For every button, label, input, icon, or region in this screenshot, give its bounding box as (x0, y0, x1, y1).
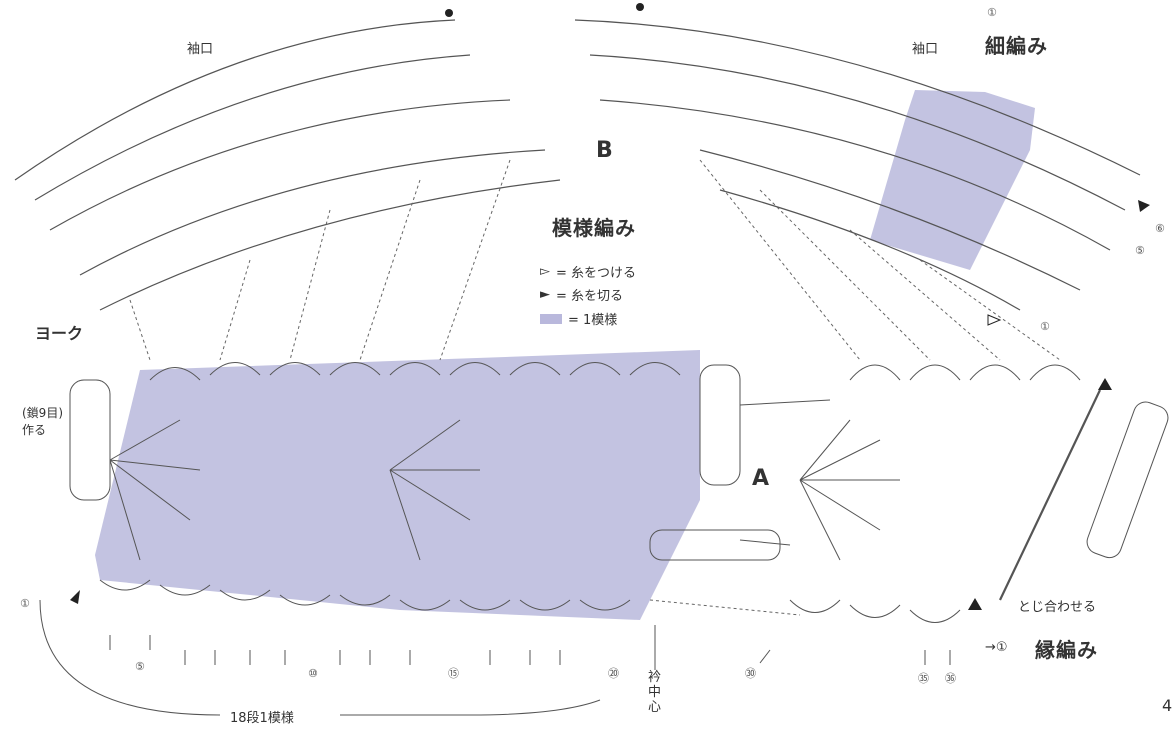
legend-symbol: ► (540, 287, 550, 302)
legend-text: = 糸をつける (556, 262, 636, 281)
row-number: ⑩ (308, 667, 318, 680)
legend-symbol: ▻ (540, 264, 550, 279)
sleeve-label-right: 袖口 (912, 38, 938, 57)
legend-text: = 糸を切る (556, 285, 623, 304)
pattern-title: 模様編み (552, 212, 636, 241)
edging-row-label: →① (985, 640, 1008, 655)
repeat-note: 18段1模様 (230, 707, 294, 726)
yoke-label: ヨーク (35, 320, 83, 344)
row-number: ⑥ (1155, 222, 1165, 235)
make-chain-label: (鎖9目) 作る (22, 405, 63, 439)
section-b-label: B (596, 138, 613, 163)
page-number: 4 (1162, 696, 1172, 715)
single-crochet-row-label: ① (987, 6, 997, 19)
row-number: ① (20, 597, 30, 610)
legend-text: = 1模様 (568, 309, 617, 328)
row-number: ㊱ (945, 670, 956, 686)
sleeve-label-left: 袖口 (187, 38, 213, 57)
row-number: ⑮ (448, 665, 459, 681)
row-number: ⑤ (135, 660, 145, 673)
repeat-highlight-yoke-left (95, 350, 700, 620)
legend-item-cut: ► = 糸を切る (540, 285, 623, 304)
row-number: ⑤ (1135, 244, 1145, 257)
legend-swatch (540, 314, 562, 324)
row-number: ㉚ (745, 665, 756, 681)
section-a-label: A (752, 466, 769, 491)
neck-center-label: 衿 中 心 (648, 670, 661, 715)
row-number: ㉟ (918, 670, 929, 686)
legend-item-repeat: = 1模様 (540, 309, 617, 328)
row-number: ⑳ (608, 665, 619, 681)
edging-title: 縁編み (1035, 634, 1098, 663)
join-label: とじ合わせる (1018, 596, 1096, 615)
legend-item-attach: ▻ = 糸をつける (540, 262, 636, 281)
row-number: ① (1040, 320, 1050, 333)
row-arrows (110, 625, 950, 670)
section-a-stitches (740, 365, 1171, 623)
single-crochet-title: 細編み (985, 30, 1048, 59)
